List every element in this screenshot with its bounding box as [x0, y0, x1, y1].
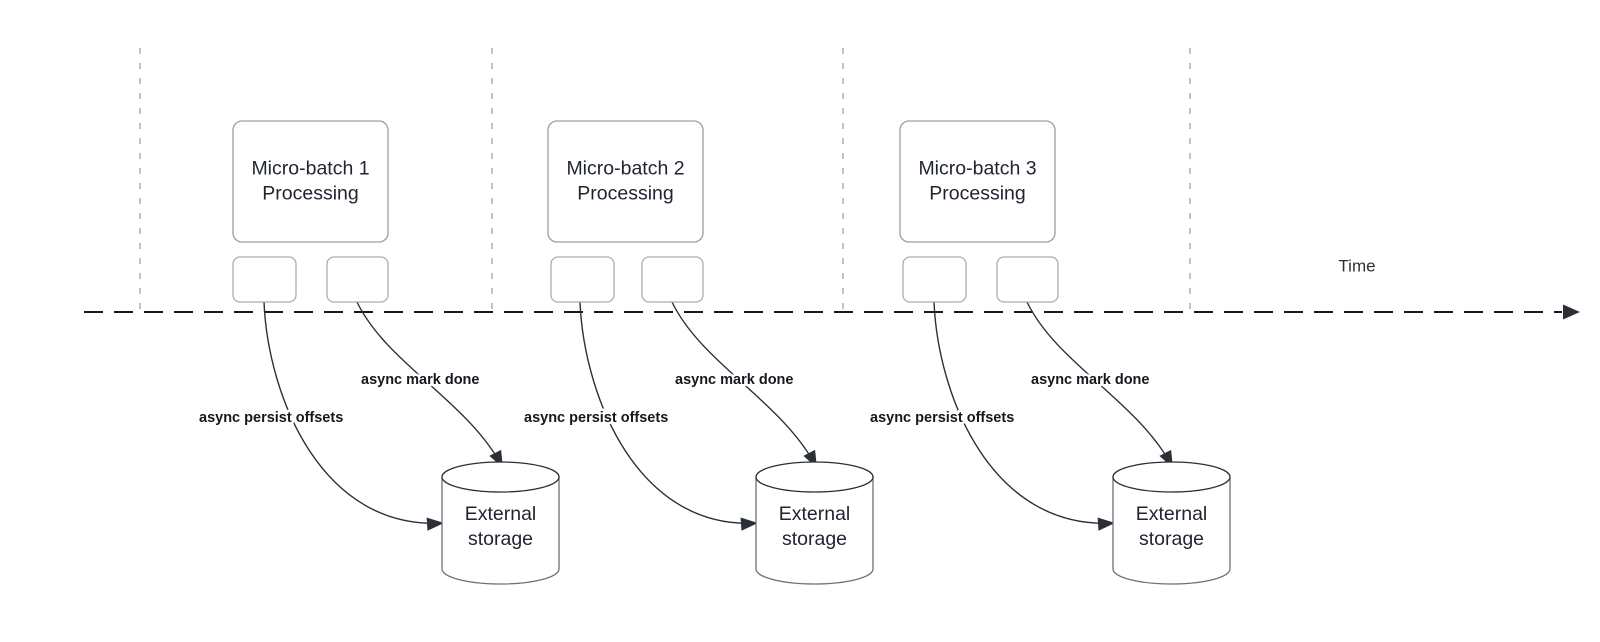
flow-persist-offsets-1: [263, 301, 445, 524]
process-box-label-line1-1: Micro-batch 1: [251, 158, 369, 180]
edge-label-halo-3-1: async persist offsets: [870, 410, 1014, 426]
flow-mark-done-2: [671, 301, 818, 469]
task-marker-b-3-2[interactable]: [996, 256, 1059, 303]
external-storage-label-line2-1: storage: [468, 528, 533, 550]
external-storage-label-line1-2: External: [779, 503, 851, 525]
external-storage-top-1: [441, 461, 560, 493]
edge-label-halo-1-1: async persist offsets: [199, 410, 343, 426]
edge-label-mark-done-2: async mark done: [675, 372, 793, 388]
task-marker-a-3-1[interactable]: [902, 256, 967, 303]
process-box-2[interactable]: [547, 120, 704, 243]
flow-arrowhead-persist-offsets-1: [426, 517, 444, 531]
process-box-label-line2-3: Processing: [929, 183, 1025, 205]
edge-label-mark-done-1: async mark done: [361, 372, 479, 388]
task-marker-a-2-1[interactable]: [550, 256, 615, 303]
task-marker-b-1-2[interactable]: [326, 256, 389, 303]
process-box-label-line2-2: Processing: [577, 183, 673, 205]
time-axis-arrowhead: [1563, 304, 1580, 320]
diagram-nodes: Micro-batch 1ProcessingExternalstorageMi…: [232, 120, 1231, 585]
edge-label-halo-2-2: async mark done: [675, 372, 793, 388]
external-storage-top-3: [1112, 461, 1231, 493]
time-axis-label: Time: [1338, 256, 1375, 275]
flow-mark-done-1: [356, 301, 504, 469]
external-storage-body-2[interactable]: [755, 476, 874, 585]
edge-label-persist-offsets-1: async persist offsets: [199, 410, 343, 426]
edge-label-mark-done-3: async mark done: [1031, 372, 1149, 388]
external-storage-label-line1-1: External: [465, 503, 537, 525]
edge-label-halo-3-2: async mark done: [1031, 372, 1149, 388]
external-storage-label-line2-2: storage: [782, 528, 847, 550]
external-storage-top-2: [755, 461, 874, 493]
external-storage-body-3[interactable]: [1112, 476, 1231, 585]
flow-mark-done-3: [1026, 301, 1174, 469]
process-box-label-line1-3: Micro-batch 3: [918, 158, 1036, 180]
edge-label-persist-offsets-2: async persist offsets: [524, 410, 668, 426]
async-flow-arrows: [263, 301, 1174, 531]
process-box-label-line2-1: Processing: [262, 183, 358, 205]
process-box-3[interactable]: [899, 120, 1056, 243]
task-marker-a-1-1[interactable]: [232, 256, 297, 303]
flow-persist-offsets-3: [933, 301, 1116, 524]
batch-boundaries: [139, 48, 1191, 318]
process-box-label-line1-2: Micro-batch 2: [566, 158, 684, 180]
flow-persist-offsets-2: [579, 301, 759, 524]
external-storage-label-line2-3: storage: [1139, 528, 1204, 550]
external-storage-body-1[interactable]: [441, 476, 560, 585]
edge-labels: async persist offsets async persist offse…: [197, 369, 1152, 428]
external-storage-label-line1-3: External: [1136, 503, 1208, 525]
edge-label-persist-offsets-3: async persist offsets: [870, 410, 1014, 426]
task-marker-b-2-2[interactable]: [641, 256, 704, 303]
edge-label-halo-2-1: async persist offsets: [524, 410, 668, 426]
flow-arrowhead-persist-offsets-3: [1097, 517, 1115, 531]
flow-arrowhead-persist-offsets-2: [740, 517, 758, 531]
time-axis: [84, 304, 1580, 320]
process-box-1[interactable]: [232, 120, 389, 243]
edge-label-halo-1-2: async mark done: [361, 372, 479, 388]
